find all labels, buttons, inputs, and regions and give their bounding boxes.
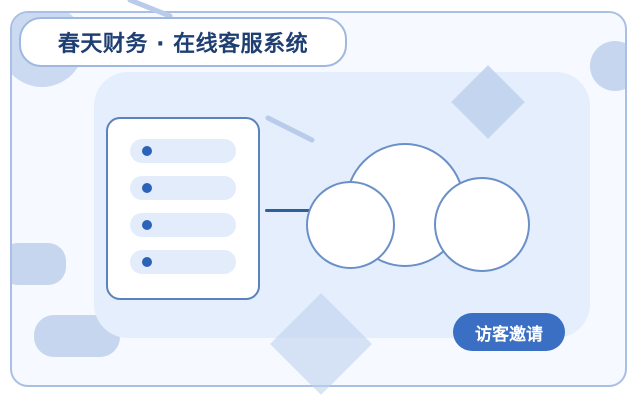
connector-line	[265, 209, 331, 212]
dot-icon	[142, 220, 152, 230]
cloud-left-circle	[306, 181, 395, 269]
page-title: 春天财务 · 在线客服系统	[19, 17, 347, 67]
list-item[interactable]	[130, 176, 236, 200]
list-item[interactable]	[130, 213, 236, 237]
list-item[interactable]	[130, 250, 236, 274]
chat-list-card[interactable]	[106, 117, 260, 300]
dot-icon	[142, 183, 152, 193]
dot-icon	[142, 257, 152, 267]
dot-icon	[142, 146, 152, 156]
decor-circle-right	[590, 41, 625, 91]
decor-pill-left	[12, 243, 66, 285]
list-item[interactable]	[130, 139, 236, 163]
invite-visitor-button[interactable]: 访客邀请	[453, 313, 565, 351]
cloud-right-circle	[434, 177, 530, 272]
